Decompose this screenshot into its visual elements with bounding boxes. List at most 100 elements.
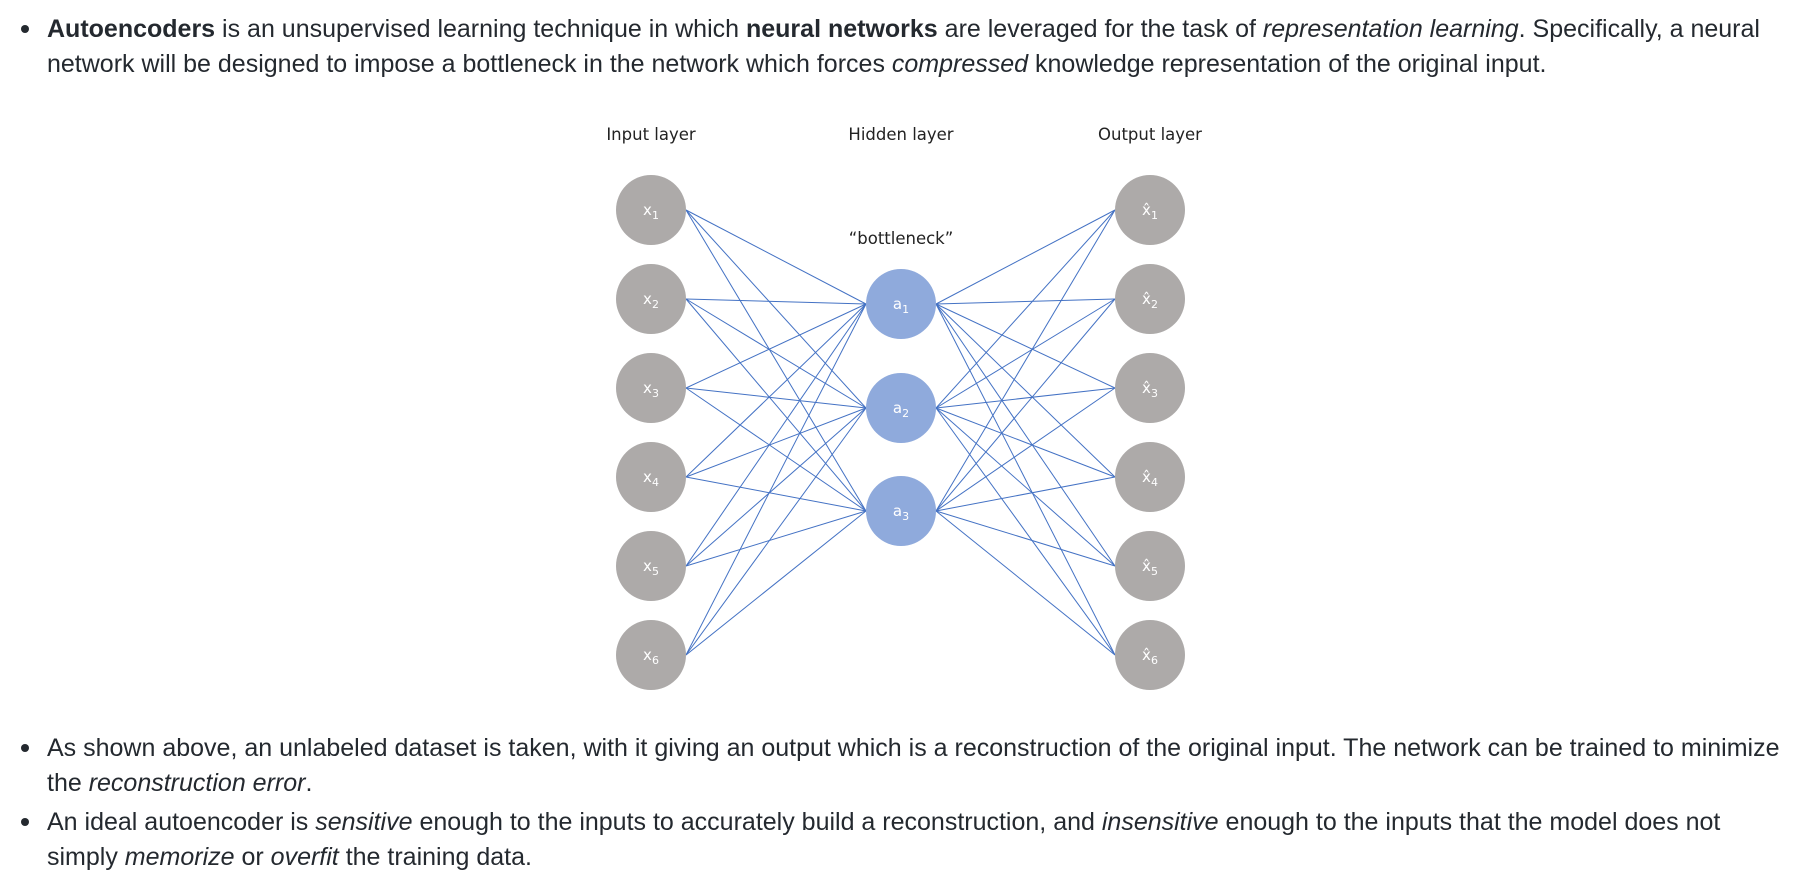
input-node-x1-label-base: x <box>643 201 652 219</box>
bullet-1-text-4: are leveraged for the task of <box>937 15 1263 43</box>
output-node-xhat2-label: x̂2 <box>1142 290 1158 311</box>
bullet-1-text-6: . Specifically, a neural network will be… <box>47 15 1760 78</box>
output-node-xhat4-circle <box>1115 442 1185 512</box>
input-node-x2-circle <box>616 264 686 334</box>
edge-a2-xhat3 <box>935 387 1116 409</box>
hidden-node-a2: a2 <box>866 373 936 443</box>
edge-x6-a1 <box>685 303 867 656</box>
edge-x6-a3 <box>685 510 867 656</box>
output-node-xhat3-label-sub: 3 <box>1151 387 1158 400</box>
bullet-3-text-1: An ideal autoencoder is <box>47 808 316 836</box>
input-node-x5-label: x5 <box>643 557 659 578</box>
bullet-3-text-3: enough to the inputs to accurately build… <box>412 808 1102 836</box>
output-node-xhat4: x̂4 <box>1115 442 1185 512</box>
edge-x1-a3 <box>685 209 867 512</box>
hidden-node-a2-label-sub: 2 <box>902 407 909 420</box>
edge-a1-xhat6 <box>935 303 1116 656</box>
input-node-x4-label: x4 <box>643 468 659 489</box>
bullet-3-text-2: sensitive <box>315 808 413 836</box>
output-node-xhat2-label-sub: 2 <box>1151 298 1158 311</box>
hidden-node-a1: a1 <box>866 269 936 339</box>
edge-a2-xhat6 <box>935 407 1116 656</box>
hidden-node-a3-circle <box>866 476 936 546</box>
output-node-xhat6-label: x̂6 <box>1142 646 1158 667</box>
hidden-layer-label: Hidden layer <box>848 125 953 144</box>
input-node-x5: x5 <box>616 531 686 601</box>
bullet-1-text-2: is an unsupervised learning technique in… <box>215 15 746 43</box>
hidden-node-a2-circle <box>866 373 936 443</box>
input-node-x6-label: x6 <box>643 646 659 667</box>
output-node-xhat2: x̂2 <box>1115 264 1185 334</box>
edge-a2-xhat1 <box>935 209 1116 409</box>
output-node-xhat3: x̂3 <box>1115 353 1185 423</box>
hidden-node-a3-label-base: a <box>893 502 902 520</box>
edge-a1-xhat4 <box>935 303 1116 478</box>
bullet-1-text-5: representation learning <box>1262 15 1519 43</box>
output-node-xhat5-label: x̂5 <box>1142 557 1158 578</box>
input-node-x2-label-sub: 2 <box>652 298 659 311</box>
hidden-node-a3: a3 <box>866 476 936 546</box>
hidden-node-a1-circle <box>866 269 936 339</box>
input-node-x5-circle <box>616 531 686 601</box>
bullet-2-text-2: reconstruction error <box>88 768 306 797</box>
output-node-xhat4-label-sub: 4 <box>1151 476 1158 489</box>
input-node-x1: x1 <box>616 175 686 245</box>
output-node-xhat1-circle <box>1115 175 1185 245</box>
hidden-node-a1-label: a1 <box>893 295 909 316</box>
output-node-xhat4-label-base: x̂ <box>1142 468 1151 486</box>
output-layer-label: Output layer <box>1098 125 1202 144</box>
output-node-xhat1-label-sub: 1 <box>1151 209 1158 222</box>
input-node-x6-label-base: x <box>643 646 652 664</box>
bullet-1-text-1: Autoencoders <box>47 15 216 43</box>
bullet-1-text-3: neural networks <box>745 15 938 43</box>
input-node-x2: x2 <box>616 264 686 334</box>
edge-a1-xhat5 <box>935 303 1116 567</box>
input-node-x5-label-base: x <box>643 557 652 575</box>
edge-a3-xhat3 <box>935 387 1116 512</box>
hidden-node-a2-label: a2 <box>893 399 909 420</box>
input-node-x2-label-base: x <box>643 290 652 308</box>
output-node-xhat4-label: x̂4 <box>1142 468 1158 489</box>
input-node-x4-label-base: x <box>643 468 652 486</box>
output-node-xhat3-label-base: x̂ <box>1142 379 1151 397</box>
input-node-x3-label-sub: 3 <box>652 387 659 400</box>
input-node-x3-label-base: x <box>643 379 652 397</box>
bullet-3-text-9: the training data. <box>338 842 532 871</box>
edge-x4-a2 <box>685 407 867 478</box>
output-node-xhat6-label-base: x̂ <box>1142 646 1151 664</box>
input-node-x4: x4 <box>616 442 686 512</box>
input-node-x6-circle <box>616 620 686 690</box>
edge-x3-a2 <box>685 387 867 409</box>
input-node-x1-label: x1 <box>643 201 659 222</box>
edge-x5-a1 <box>685 303 867 567</box>
output-node-xhat3-label: x̂3 <box>1142 379 1158 400</box>
edge-x3-a1 <box>685 303 867 389</box>
edge-x2-a3 <box>685 298 867 512</box>
edge-a3-xhat4 <box>935 476 1116 512</box>
output-node-xhat2-label-base: x̂ <box>1142 290 1151 308</box>
bullet-reconstruction: As shown above, an unlabeled dataset is … <box>21 731 1787 800</box>
bullet-3-text-8: overfit <box>270 842 339 871</box>
hidden-node-a1-label-base: a <box>893 295 902 313</box>
edge-a1-xhat1 <box>935 209 1116 305</box>
output-node-xhat6-circle <box>1115 620 1185 690</box>
output-node-xhat5-label-base: x̂ <box>1142 557 1151 575</box>
output-node-xhat5-label-sub: 5 <box>1151 565 1158 578</box>
edge-x2-a1 <box>685 298 867 305</box>
output-node-xhat1-label-base: x̂ <box>1142 201 1151 219</box>
input-node-x6-label-sub: 6 <box>652 654 659 667</box>
diagram-edges <box>685 209 1116 656</box>
edge-x5-a2 <box>685 407 867 567</box>
edge-a2-xhat5 <box>935 407 1116 567</box>
input-node-x4-circle <box>616 442 686 512</box>
edge-a3-xhat5 <box>935 510 1116 567</box>
hidden-node-a3-label-sub: 3 <box>902 510 909 523</box>
bullet-autoencoders-definition: Autoencoders is an unsupervised learning… <box>21 12 1787 81</box>
edge-x2-a2 <box>685 298 867 409</box>
edge-x4-a3 <box>685 476 867 512</box>
edge-x1-a2 <box>685 209 867 409</box>
edge-a3-xhat6 <box>935 510 1116 656</box>
input-node-x4-label-sub: 4 <box>652 476 659 489</box>
input-node-x3-circle <box>616 353 686 423</box>
